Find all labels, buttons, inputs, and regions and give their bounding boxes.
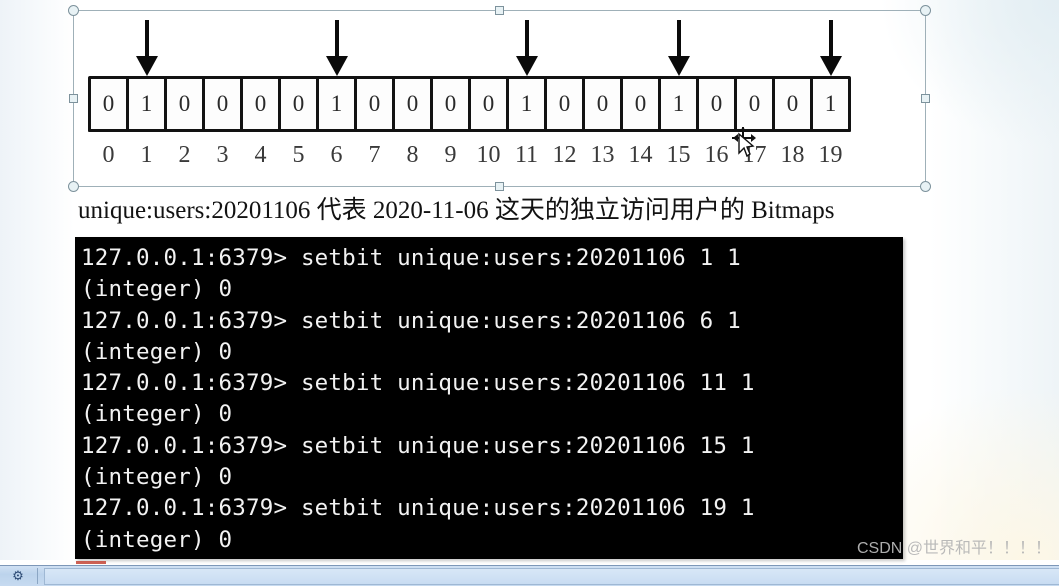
selection-handle-middle-right[interactable]: [921, 93, 930, 103]
bitmap-cell: 1: [316, 76, 357, 132]
bitmap-cell: 0: [354, 76, 395, 132]
selection-handle-top-left[interactable]: [68, 5, 79, 16]
selection-handle-top-right[interactable]: [920, 5, 931, 16]
bitmap-cell: 0: [582, 76, 623, 132]
bitmap-index-label: 12: [552, 142, 577, 168]
bitmap-index-label: 19: [818, 142, 843, 168]
selection-handle-middle-left[interactable]: [69, 93, 78, 103]
bitmap-cell: 1: [658, 76, 699, 132]
bitmap-cell: 0: [772, 76, 813, 132]
bitmap-cell: 0: [164, 76, 205, 132]
bitmap-cell: 0: [734, 76, 775, 132]
taskbar-divider: [37, 568, 38, 584]
bitmap-index-label: 18: [780, 142, 805, 168]
terminal-line: (integer) 0: [81, 401, 233, 428]
bitmap-cell: 1: [810, 76, 851, 132]
background-wash-left: [0, 0, 74, 560]
terminal-line: 127.0.0.1:6379> setbit unique:users:2020…: [81, 370, 755, 397]
bitmap-cell: 1: [126, 76, 167, 132]
windows-taskbar[interactable]: ⚙: [0, 565, 1059, 586]
taskbar-task-area[interactable]: [44, 567, 1059, 585]
bitmap-index-label: 15: [666, 142, 691, 168]
bitmap-cell: 0: [430, 76, 471, 132]
down-arrow-icon: [819, 20, 842, 76]
down-arrow-icon: [667, 20, 690, 76]
bitmap-index-label: 17: [742, 142, 767, 168]
bitmap-index-label: 14: [628, 142, 653, 168]
terminal-line: (integer) 0: [81, 526, 233, 553]
terminal-line: 127.0.0.1:6379> setbit unique:users:2020…: [81, 432, 755, 459]
bitmap-index-label: 13: [590, 142, 615, 168]
redis-cli-terminal[interactable]: 127.0.0.1:6379> setbit unique:users:2020…: [75, 237, 903, 559]
bitmap-cell: 0: [392, 76, 433, 132]
terminal-line: 127.0.0.1:6379> setbit unique:users:2020…: [81, 495, 755, 522]
terminal-line: 127.0.0.1:6379> setbit unique:users:2020…: [81, 307, 741, 334]
selection-handle-top-center[interactable]: [494, 6, 504, 15]
background-wash-top-right: [879, 0, 1059, 150]
csdn-watermark: CSDN @世界和平！！！！: [856, 540, 1051, 557]
windows-start-icon[interactable]: ⚙: [12, 568, 24, 583]
bitmap-index-label: 4: [254, 142, 267, 168]
bitmap-index-label: 9: [444, 142, 457, 168]
terminal-line: (integer) 0: [81, 464, 233, 491]
terminal-line: (integer) 0: [81, 338, 233, 365]
diagram-caption: unique:users:20201106 代表 2020-11-06 这天的独…: [78, 197, 835, 224]
bitmap-index-label: 7: [368, 142, 381, 168]
bitmap-cell: 0: [278, 76, 319, 132]
down-arrow-icon: [325, 20, 348, 76]
bitmap-cell: 1: [506, 76, 547, 132]
bitmap-index-label: 3: [216, 142, 229, 168]
bitmap-cell: 0: [468, 76, 509, 132]
red-sliver-artifact: [76, 561, 106, 564]
bitmap-cell: 0: [240, 76, 281, 132]
image-selection-frame[interactable]: [68, 5, 931, 192]
bitmap-index-label: 11: [514, 142, 539, 168]
bitmap-arrow-row: [88, 18, 908, 76]
down-arrow-icon: [515, 20, 538, 76]
terminal-line: (integer) 0: [81, 276, 233, 303]
bitmap-index-label: 1: [140, 142, 153, 168]
bitmap-index-label: 5: [292, 142, 305, 168]
bitmap-cell: 0: [696, 76, 737, 132]
bitmap-cell: 0: [544, 76, 585, 132]
selection-handle-bottom-left[interactable]: [68, 181, 79, 192]
bitmap-index-label: 10: [476, 142, 501, 168]
terminal-line: 127.0.0.1:6379> setbit unique:users:2020…: [81, 245, 741, 271]
bitmap-cell: 0: [620, 76, 661, 132]
bitmap-index-label: 2: [178, 142, 191, 168]
bitmap-index-label: 16: [704, 142, 729, 168]
bitmap-cell: 0: [202, 76, 243, 132]
bitmap-index-label: 0: [102, 142, 115, 168]
selection-handle-bottom-center[interactable]: [494, 182, 504, 191]
bitmap-index-label: 8: [406, 142, 419, 168]
selection-handle-bottom-right[interactable]: [920, 181, 931, 192]
down-arrow-icon: [135, 20, 158, 76]
bitmap-index-label: 6: [330, 142, 343, 168]
bitmap-cell: 0: [88, 76, 129, 132]
